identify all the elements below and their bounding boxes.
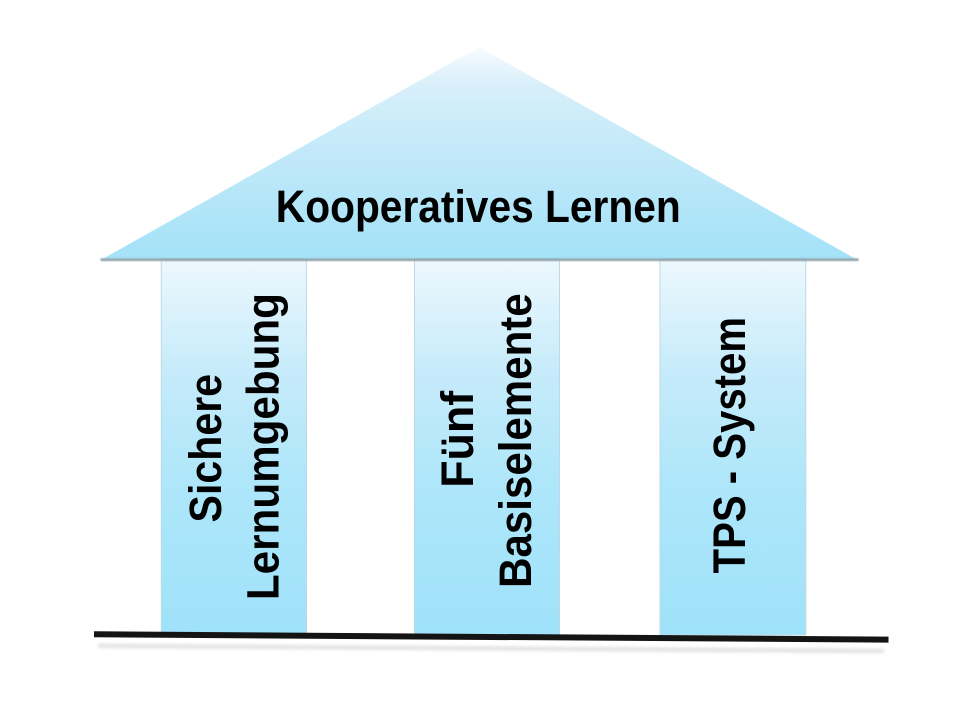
svg-text:Sichere: Sichere (180, 374, 231, 523)
svg-text:TPS - System: TPS - System (704, 317, 755, 574)
svg-text:Basiselemente: Basiselemente (490, 293, 541, 587)
svg-text:Kooperatives Lernen: Kooperatives Lernen (276, 181, 681, 232)
svg-text:Fünf: Fünf (432, 390, 483, 488)
svg-text:Lernumgebung: Lernumgebung (238, 293, 289, 600)
